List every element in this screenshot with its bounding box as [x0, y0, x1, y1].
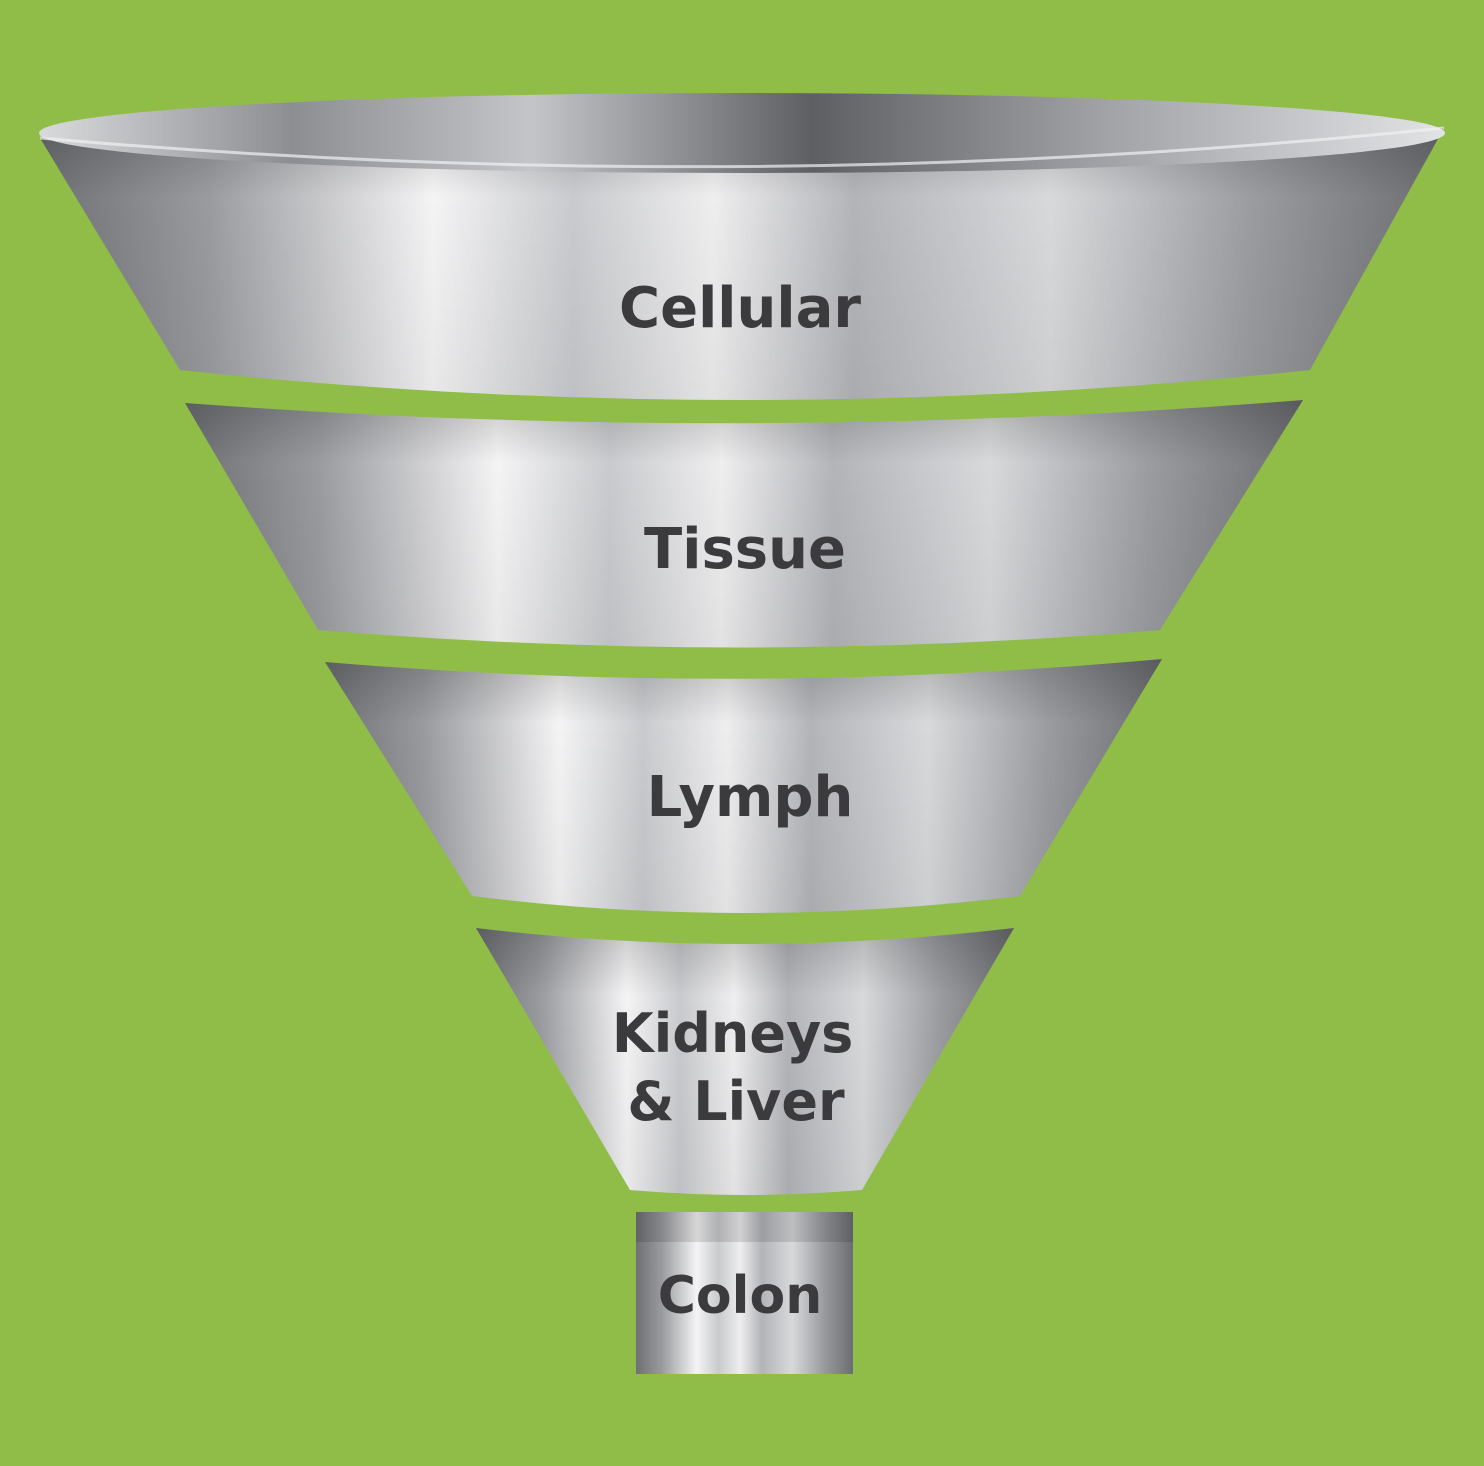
label-tissue: Tissue — [644, 517, 846, 582]
funnel-segment-kidneys-liver-shade — [476, 928, 1014, 1195]
stage-lymph — [325, 659, 1162, 913]
stage-cellular — [39, 93, 1445, 400]
label-kidneys-liver-line-2: & Liver — [627, 1070, 845, 1133]
label-lymph: Lymph — [647, 765, 854, 830]
label-cellular: Cellular — [619, 276, 861, 341]
stage-colon — [636, 1212, 853, 1374]
label-cellular-line-1: Cellular — [619, 276, 861, 341]
label-tissue-line-1: Tissue — [644, 517, 846, 582]
label-kidneys-liver-line-1: Kidneys — [612, 1002, 853, 1065]
funnel-segment-cellular-shade — [40, 128, 1444, 400]
stage-kidneys-liver — [476, 928, 1014, 1195]
funnel-spout-colon-top — [636, 1212, 853, 1242]
funnel-segment-lymph-shade — [325, 659, 1162, 913]
label-kidneys-liver: Kidneys & Liver — [612, 1002, 872, 1133]
funnel-rim-edge — [39, 126, 1445, 169]
funnel-rim — [39, 93, 1445, 173]
stage-tissue — [185, 400, 1303, 648]
label-colon-line-1: Colon — [658, 1266, 822, 1326]
label-lymph-line-1: Lymph — [647, 765, 854, 830]
funnel-segment-tissue-shade — [185, 400, 1303, 648]
funnel-spout-colon — [636, 1212, 853, 1374]
label-colon: Colon — [658, 1266, 822, 1326]
